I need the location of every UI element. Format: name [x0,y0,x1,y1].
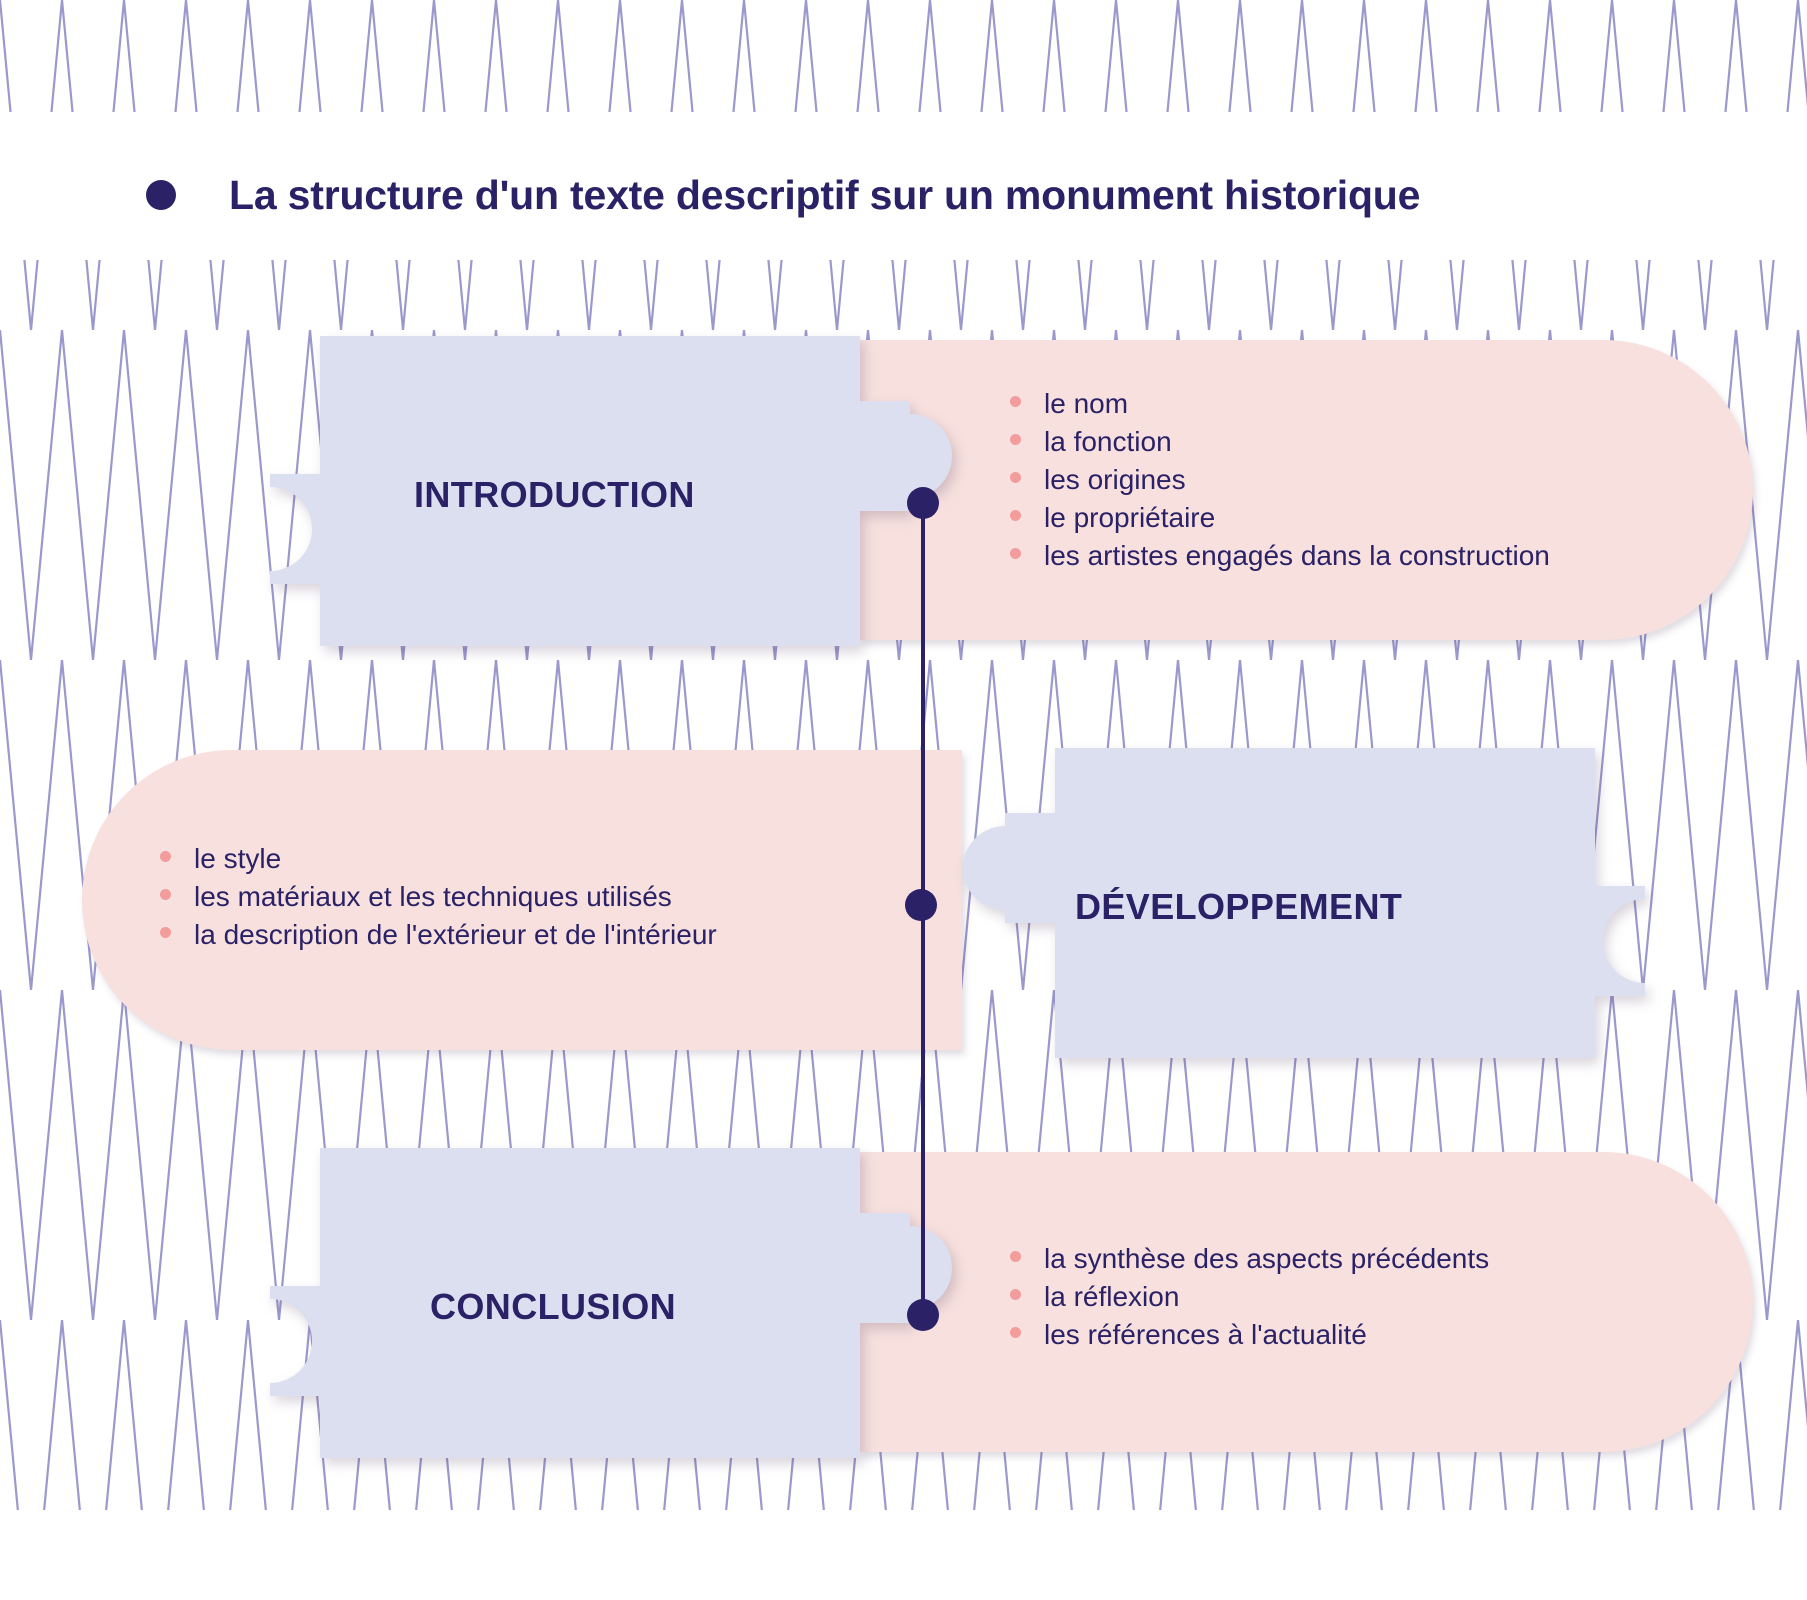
list-item: les origines [1010,466,1550,504]
connector-intro-to-dev [921,500,925,905]
bullet-dot-icon [160,927,171,938]
bullet-dot-icon [1010,396,1021,407]
list-item: le propriétaire [1010,504,1550,542]
bullet-dot-icon [1010,1327,1021,1338]
developpement-puzzle-piece[interactable] [945,748,1705,1058]
developpement-label: DÉVELOPPEMENT [1075,886,1403,927]
list-item: la description de l'extérieur et de l'in… [160,921,717,959]
introduction-bullet-list: le nom la fonction les origines le propr… [1010,390,1550,580]
list-item: la fonction [1010,428,1550,466]
list-item: les matériaux et les techniques utilisés [160,883,717,921]
bullet-dot-icon [1010,548,1021,559]
list-item: la synthèse des aspects précédents [1010,1245,1489,1283]
conclusion-bullet-list: la synthèse des aspects précédents la ré… [1010,1245,1489,1359]
developpement-bullet-list: le style les matériaux et les techniques… [160,845,717,959]
list-item: le style [160,845,717,883]
introduction-pink-panel [860,340,1753,640]
list-item: les références à l'actualité [1010,1321,1489,1359]
bullet-dot-icon [1010,472,1021,483]
conclusion-puzzle-piece[interactable] [210,1148,970,1458]
list-item: la réflexion [1010,1283,1489,1321]
bullet-dot-icon [1010,1289,1021,1300]
bullet-dot-icon [1010,510,1021,521]
bottom-white-band [0,1510,1807,1600]
page-title-row: La structure d'un texte descriptif sur u… [0,150,1807,240]
filled-circle-bullet-icon [146,180,176,210]
bullet-dot-icon [160,889,171,900]
connector-dev-to-conclusion [921,900,925,1315]
developpement-pink-panel [82,750,962,1050]
list-item: le nom [1010,390,1550,428]
conclusion-pink-panel [860,1152,1753,1452]
list-item: les artistes engagés dans la constructio… [1010,542,1550,580]
introduction-label: INTRODUCTION [414,474,695,515]
introduction-puzzle-piece[interactable] [210,336,970,646]
bullet-dot-icon [160,851,171,862]
conclusion-label: CONCLUSION [430,1286,676,1327]
page-title: La structure d'un texte descriptif sur u… [229,171,1421,218]
bullet-dot-icon [1010,1251,1021,1262]
bullet-dot-icon [1010,434,1021,445]
title-white-band [0,112,1807,260]
